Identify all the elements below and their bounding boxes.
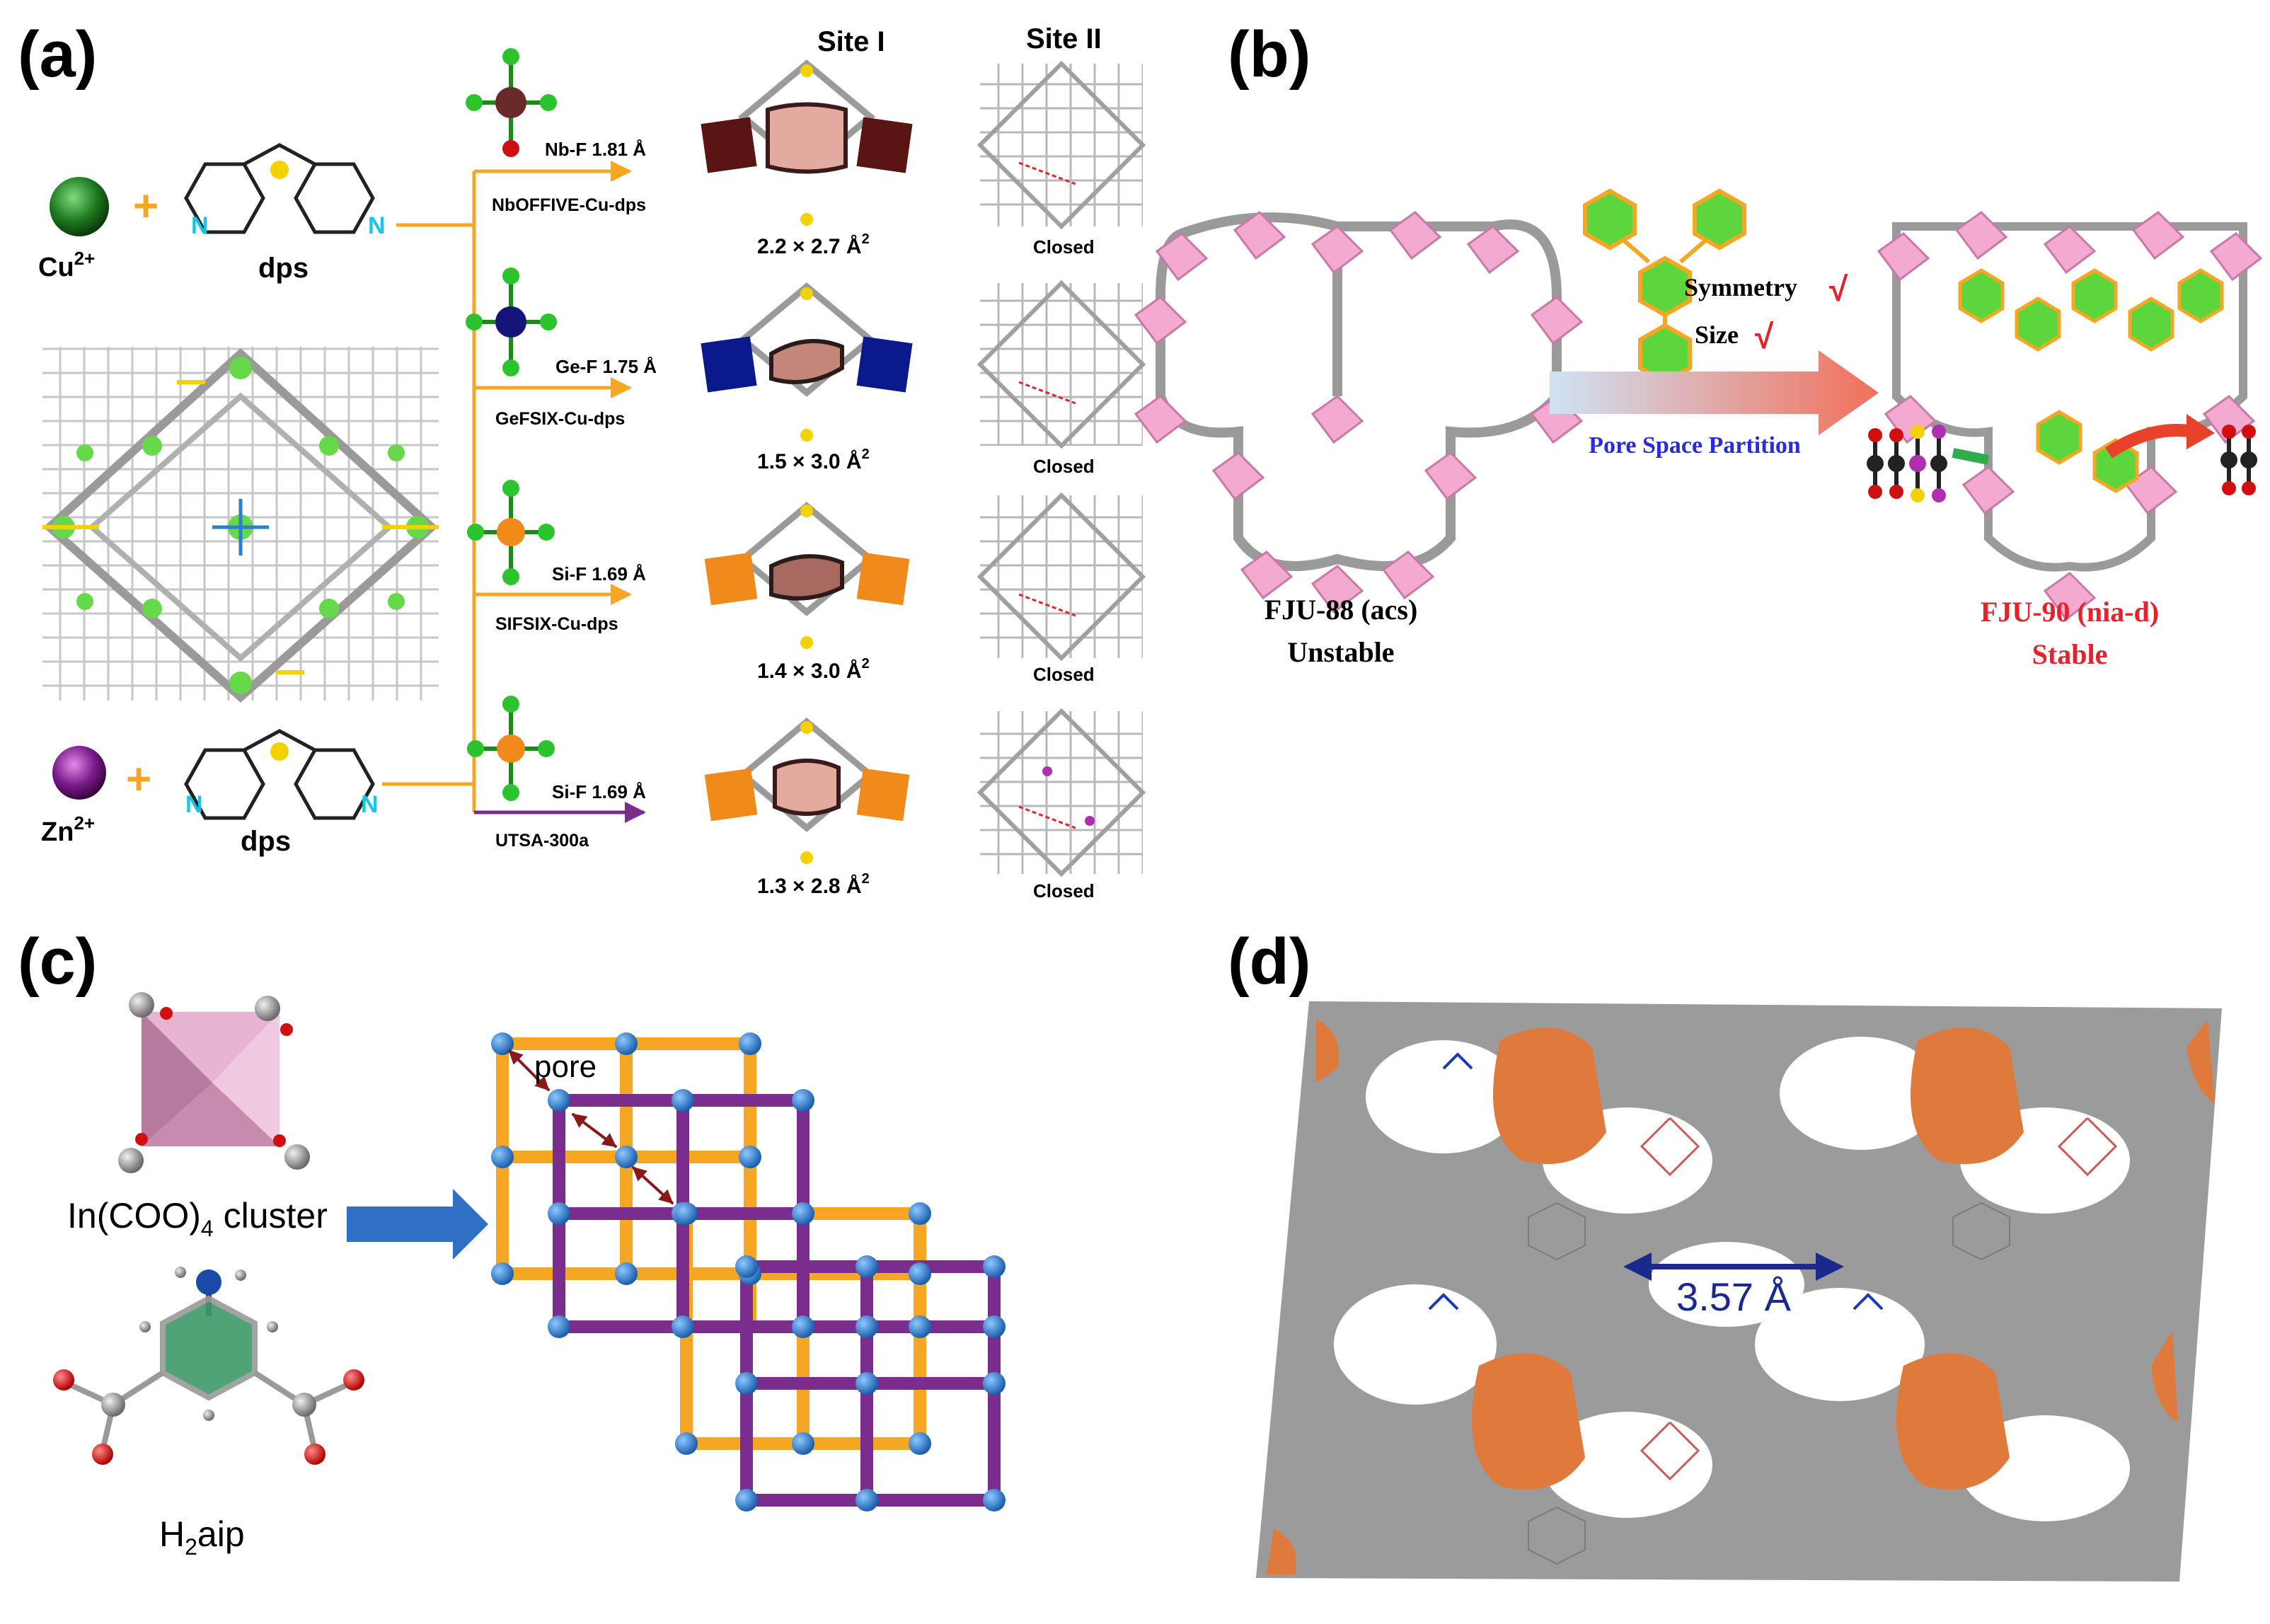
ligand-label: H2aip	[159, 1514, 245, 1560]
panel-c: (c) In(COO)4 cluster	[18, 926, 1006, 1560]
tritopic-ligand-icon	[1583, 188, 1746, 385]
material-name-2: GeFSIX-Cu-dps	[495, 409, 625, 429]
separated-co2-molecule	[2220, 425, 2257, 495]
pore-space-partition-arrow	[1550, 350, 1879, 435]
dps-label-top: dps	[258, 253, 309, 284]
plus-sign-bottom: +	[126, 755, 151, 804]
in-coo4-cluster-icon	[118, 992, 310, 1173]
bond-label-2: Ge-F 1.75 Å	[555, 356, 657, 377]
panel-a-connectors	[382, 161, 646, 823]
cu-dps-framework-structure	[42, 347, 439, 703]
site1-pore-row-3	[704, 502, 910, 649]
dps-ligand-top	[184, 143, 375, 234]
site1-title: Site I	[817, 26, 885, 57]
assembly-arrow	[347, 1189, 488, 1260]
pore-size-2: 1.5 × 3.0 Å2	[757, 447, 870, 473]
symmetry-check-icon: √	[1829, 271, 1848, 309]
size-check-icon: √	[1755, 318, 1774, 356]
pore-size-4: 1.3 × 2.8 Å2	[757, 871, 870, 898]
fju88-name: FJU-88 (acs)	[1264, 594, 1418, 626]
site2-structure-2	[976, 280, 1146, 449]
sulfur-atom-bottom	[270, 742, 289, 761]
zn-ion-sphere	[52, 746, 106, 800]
pore-surface-map	[1256, 1001, 2222, 1582]
dps-label-bottom: dps	[241, 826, 291, 857]
panel-a: (a) Site I Site II Cu2+ + N N dps	[18, 18, 1146, 902]
site2-structure-4	[976, 708, 1146, 877]
panel-b: (b)	[1134, 18, 2263, 670]
cu-ion-sphere	[50, 177, 109, 236]
site2-label-2: Closed	[1033, 456, 1095, 477]
bond-label-1: Nb-F 1.81 Å	[545, 139, 646, 160]
site2-label-3: Closed	[1033, 664, 1095, 685]
material-name-1: NbOFFIVE-Cu-dps	[492, 195, 646, 215]
fju90-name: FJU-90 (nia-d)	[1981, 596, 2159, 628]
fju90-framework	[1877, 211, 2263, 621]
dps-ligand-bottom	[184, 729, 375, 820]
pore-label: pore	[534, 1049, 597, 1084]
size-label: Size	[1695, 321, 1739, 349]
gas-flow-arrow	[2105, 424, 2195, 459]
sulfur-atom-top	[270, 161, 289, 179]
site2-label-4: Closed	[1033, 880, 1095, 902]
fju90-state: Stable	[2032, 638, 2108, 670]
fju88-framework	[1134, 211, 1584, 614]
panel-d-label: (d)	[1228, 926, 1310, 998]
zn-label: Zn2+	[41, 812, 95, 847]
panel-c-label: (c)	[18, 926, 97, 998]
sif6-anion-icon-zn	[467, 696, 555, 801]
pore-measure-label: 3.57 Å	[1676, 1274, 1792, 1319]
site2-label-1: Closed	[1033, 236, 1095, 258]
panel-b-label: (b)	[1228, 18, 1310, 91]
panel-d: (d)	[1228, 926, 2222, 1582]
site2-structure-3	[976, 492, 1146, 662]
material-name-3: SIFSIX-Cu-dps	[495, 614, 618, 634]
pyridine-n-right-bottom: N	[361, 791, 379, 818]
site1-pore-row-2	[701, 282, 913, 442]
site1-pore-row-4	[704, 718, 910, 864]
gas-flow-arrowhead	[2187, 414, 2215, 449]
site2-structure-1	[976, 60, 1146, 230]
site1-pore-row-1	[701, 59, 913, 226]
bond-label-3: Si-F 1.69 Å	[552, 563, 646, 584]
fju88-state: Unstable	[1287, 636, 1394, 668]
material-name-4: UTSA-300a	[495, 831, 589, 851]
panel-a-label: (a)	[18, 18, 97, 91]
nbof5-anion-icon	[466, 48, 557, 157]
plus-sign-top: +	[133, 182, 159, 231]
pore-size-1: 2.2 × 2.7 Å2	[757, 231, 870, 258]
cu-label: Cu2+	[38, 248, 95, 282]
green-flow-marker	[1952, 448, 1990, 465]
cluster-label: In(COO)4 cluster	[67, 1196, 328, 1241]
pore-size-3: 1.4 × 3.0 Å2	[757, 656, 870, 683]
gas-mixture-molecules	[1867, 425, 1947, 502]
interpenetrated-grid-network	[491, 1032, 1006, 1511]
pyridine-n-right-top: N	[368, 212, 386, 239]
symmetry-label: Symmetry	[1684, 273, 1797, 301]
sif6-anion-icon-cu	[467, 480, 555, 585]
pyridine-n-left-bottom: N	[185, 791, 203, 818]
h2aip-ligand-icon	[53, 1267, 364, 1465]
gef6-anion-icon	[466, 267, 557, 376]
bond-label-4: Si-F 1.69 Å	[552, 781, 646, 802]
site2-title: Site II	[1026, 23, 1102, 54]
pore-space-partition-label: Pore Space Partition	[1589, 432, 1801, 459]
pyridine-n-left-top: N	[191, 212, 209, 239]
